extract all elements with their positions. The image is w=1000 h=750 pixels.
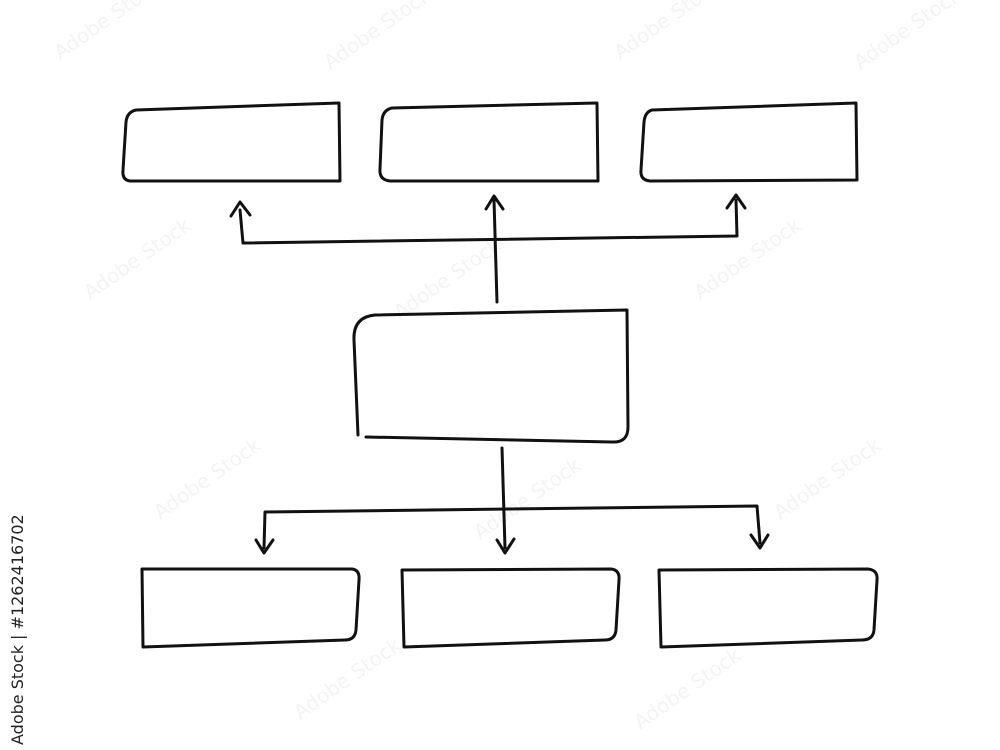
svg-text:Adobe Stock: Adobe Stock: [149, 433, 265, 525]
svg-text:Adobe Stock: Adobe Stock: [319, 0, 435, 74]
top-left-box: [121, 101, 342, 183]
svg-text:Adobe Stock: Adobe Stock: [79, 213, 195, 305]
center-to-top-middle-line: [492, 198, 499, 304]
center-to-bottom-middle-line: [500, 446, 507, 550]
svg-text:Adobe Stock: Adobe Stock: [289, 633, 405, 725]
svg-text:Adobe Stock: Adobe Stock: [769, 433, 885, 525]
watermark-pattern: Adobe Stock Adobe Stock Adobe Stock Adob…: [49, 0, 965, 734]
bottom-right-box: [657, 567, 879, 649]
lower-branch-line: [262, 504, 762, 550]
arrowhead-down-left: [254, 538, 275, 555]
svg-text:Adobe Stock: Adobe Stock: [629, 643, 745, 735]
center-box-left-stroke: [352, 313, 377, 437]
arrowhead-up-left: [229, 200, 252, 218]
arrowhead-down-right: [749, 533, 770, 550]
svg-text:Adobe Stock: Adobe Stock: [689, 213, 805, 305]
svg-text:Adobe Stock: Adobe Stock: [389, 233, 505, 325]
svg-text:Adobe Stock: Adobe Stock: [849, 0, 965, 74]
top-middle-box: [378, 101, 600, 183]
svg-text:Adobe Stock: Adobe Stock: [609, 0, 725, 64]
top-right-box: [639, 101, 859, 183]
arrowhead-down-middle: [495, 537, 516, 555]
arrowhead-up-right: [725, 193, 747, 210]
center-box: [364, 308, 630, 444]
stock-id-watermark: Adobe Stock | #1262416702: [8, 514, 27, 745]
bottom-middle-box: [400, 567, 621, 649]
svg-text:Adobe Stock: Adobe Stock: [49, 0, 165, 64]
bottom-left-box: [140, 567, 361, 649]
arrowhead-up-middle: [484, 194, 505, 211]
upper-branch-line: [238, 198, 739, 245]
svg-text:Adobe Stock: Adobe Stock: [469, 453, 585, 545]
